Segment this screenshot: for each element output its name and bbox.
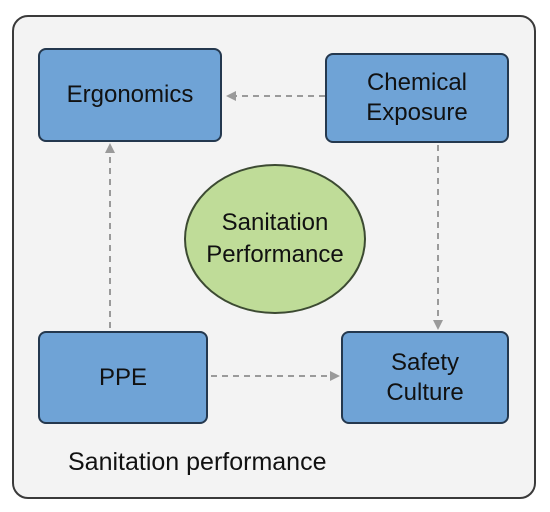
node-ergonomics: Ergonomics [38,48,222,142]
node-chemical-exposure-label: Chemical Exposure [366,69,468,126]
node-sanitation-performance: Sanitation Performance [184,164,366,314]
node-safety-culture: Safety Culture [341,331,509,424]
node-ppe-label: PPE [98,363,148,391]
node-safety-culture-label: Safety Culture [386,348,464,406]
diagram-caption: Sanitation performance [68,448,327,476]
node-chemical-exposure: Chemical Exposure [325,53,509,143]
node-ppe: PPE [38,331,208,424]
center-label: Sanitation Performance [206,209,344,268]
node-ergonomics-label: Ergonomics [66,81,194,108]
